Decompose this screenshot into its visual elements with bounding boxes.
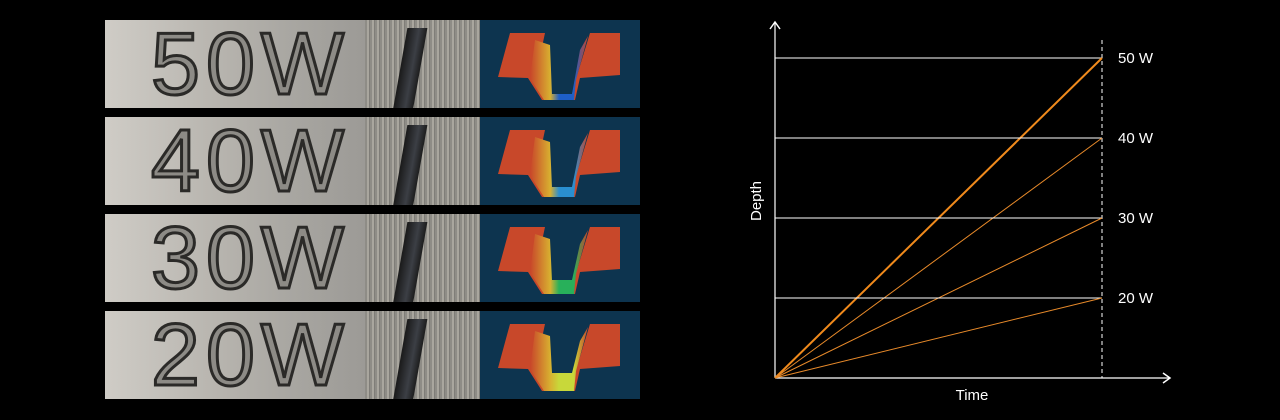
3d-topography-plot	[480, 20, 640, 108]
engraved-plate-photo: 40W	[105, 117, 365, 205]
3d-topography-plot	[480, 117, 640, 205]
y-axis-arrow-icon	[769, 20, 781, 30]
series-label: 30 W	[1118, 210, 1154, 227]
x-axis-arrow-icon	[1162, 372, 1172, 384]
sample-row: 40W	[105, 117, 640, 205]
sample-row: 20W	[105, 311, 640, 399]
engraved-plate-photo: 50W	[105, 20, 365, 108]
microscope-groove-photo	[365, 311, 480, 399]
engraved-label: 30W	[150, 214, 350, 302]
series-label: 50 W	[1118, 50, 1154, 67]
microscope-groove-photo	[365, 214, 480, 302]
series-label: 40 W	[1118, 130, 1154, 147]
engraved-plate-photo: 20W	[105, 311, 365, 399]
series-label: 20 W	[1118, 290, 1154, 307]
microscope-groove-photo	[365, 117, 480, 205]
series-line	[774, 297, 1103, 379]
series-line	[774, 137, 1103, 379]
engraved-label: 40W	[150, 117, 350, 205]
microscope-groove-photo	[365, 20, 480, 108]
y-axis-label: Depth	[748, 181, 765, 221]
engraved-label: 50W	[150, 20, 350, 108]
engraved-label: 20W	[150, 311, 350, 399]
sample-row: 30W	[105, 214, 640, 302]
engraved-plate-photo: 30W	[105, 214, 365, 302]
3d-topography-plot	[480, 311, 640, 399]
3d-topography-plot	[480, 214, 640, 302]
x-axis-label: Time	[956, 387, 989, 404]
sample-row: 50W	[105, 20, 640, 108]
